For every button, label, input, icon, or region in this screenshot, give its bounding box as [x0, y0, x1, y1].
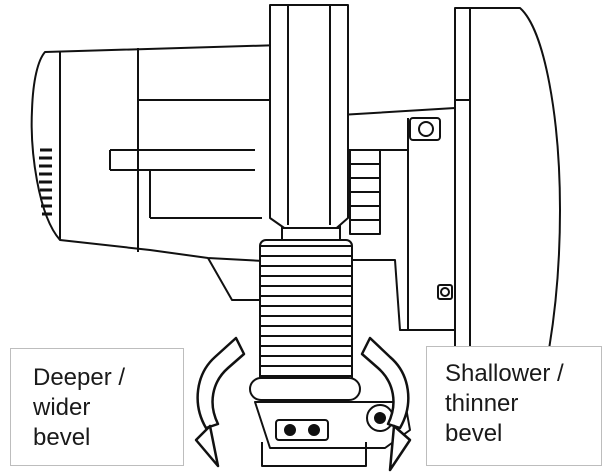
- label-right-line-3: bevel: [445, 420, 503, 447]
- label-left-line-3: bevel: [33, 424, 91, 451]
- bellows: [249, 239, 361, 401]
- label-right-line-2: thinner: [445, 390, 519, 417]
- label-left-line-1: Deeper /: [33, 364, 126, 391]
- label-left-line-2: wider: [33, 394, 91, 421]
- rotate-left-arrow-icon: [196, 336, 246, 430]
- motor-housing: [30, 44, 283, 301]
- label-shallower-thinner: Shallower / thinner bevel: [426, 346, 602, 466]
- base-plate: [254, 401, 411, 467]
- gear-housing: [339, 107, 456, 331]
- rotate-left-arrowhead-icon: [194, 424, 220, 468]
- rotate-right-arrowhead-icon: [388, 424, 412, 472]
- label-deeper-wider: Deeper / wider bevel: [10, 348, 184, 466]
- motor-vents: [39, 148, 52, 216]
- handle-column: [269, 4, 349, 243]
- label-right-line-1: Shallower /: [445, 360, 564, 387]
